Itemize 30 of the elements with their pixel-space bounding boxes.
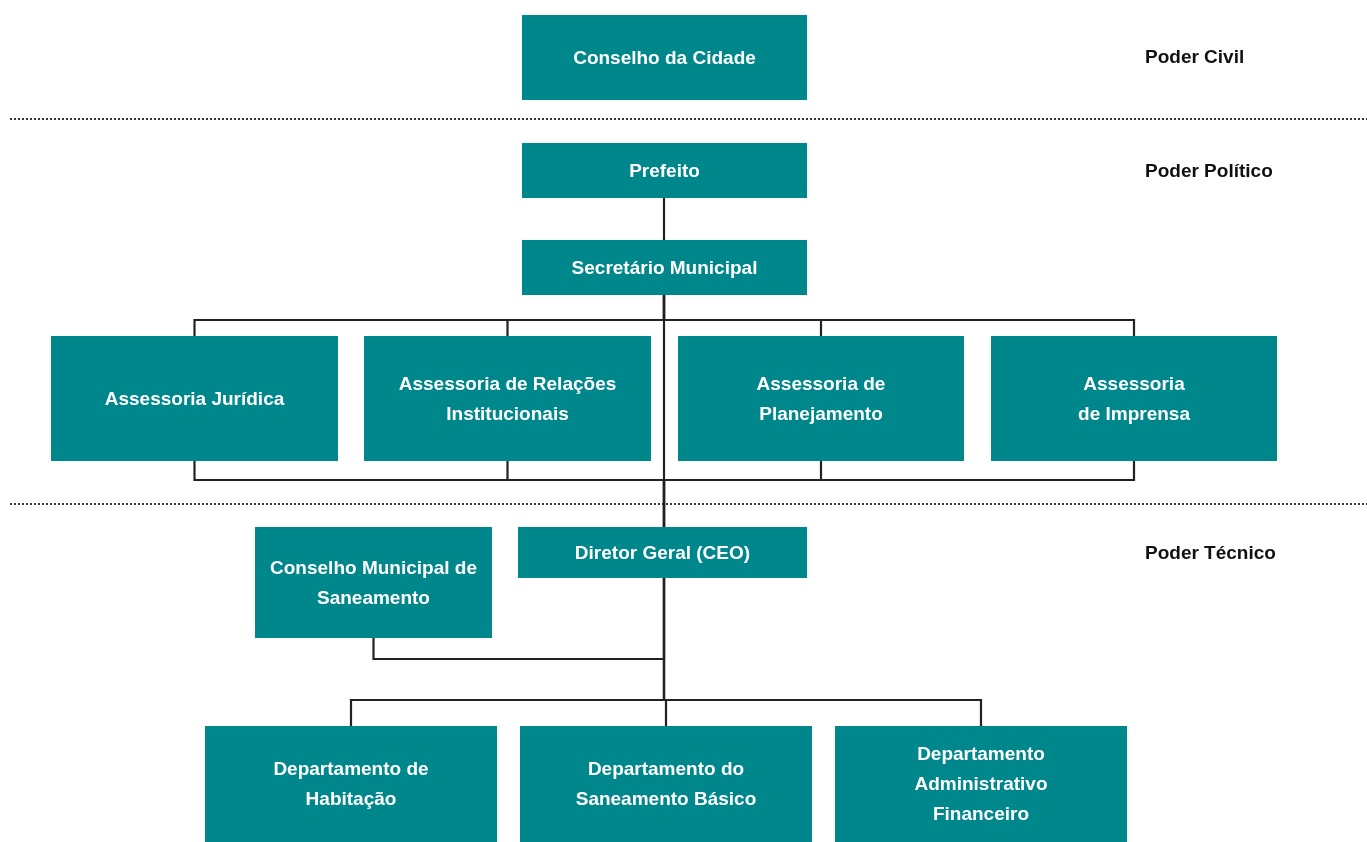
level-label: Poder Técnico <box>1145 542 1276 564</box>
org-box <box>520 726 812 842</box>
box-label: Departamento de Habitação <box>272 757 430 811</box>
box-label: Departamento do Saneamento Básico <box>574 757 758 811</box>
connector-line <box>662 295 666 527</box>
org-box <box>255 527 492 638</box>
connector-line <box>662 578 983 726</box>
org-box <box>364 336 651 461</box>
box-label: Diretor Geral (CEO) <box>574 540 751 565</box>
org-box <box>991 336 1277 461</box>
box-label: Departamento Administrativo Financeiro <box>913 742 1049 826</box>
org-box <box>205 726 497 842</box>
level-label: Poder Civil <box>1145 46 1245 68</box>
org-box <box>522 143 807 198</box>
org-box <box>522 240 807 295</box>
org-box <box>522 15 807 100</box>
box-label: Conselho Municipal de Saneamento <box>269 555 478 610</box>
org-box <box>678 336 964 461</box>
org-box <box>835 726 1127 842</box>
box-label: Secretário Municipal <box>571 255 758 280</box>
org-box <box>51 336 338 461</box>
box-label: Assessoria de Planejamento <box>755 371 887 426</box>
connector-line <box>662 198 666 240</box>
box-label: Assessoria de Relações Institucionais <box>397 371 618 426</box>
org-box <box>518 527 807 578</box>
box-label: Assessoria Jurídica <box>104 386 285 411</box>
box-label: Prefeito <box>629 158 700 183</box>
box-label: Conselho da Cidade <box>573 45 756 70</box>
level-label: Poder Político <box>1145 160 1273 182</box>
box-label: Assessoria de Imprensa <box>1077 371 1191 426</box>
